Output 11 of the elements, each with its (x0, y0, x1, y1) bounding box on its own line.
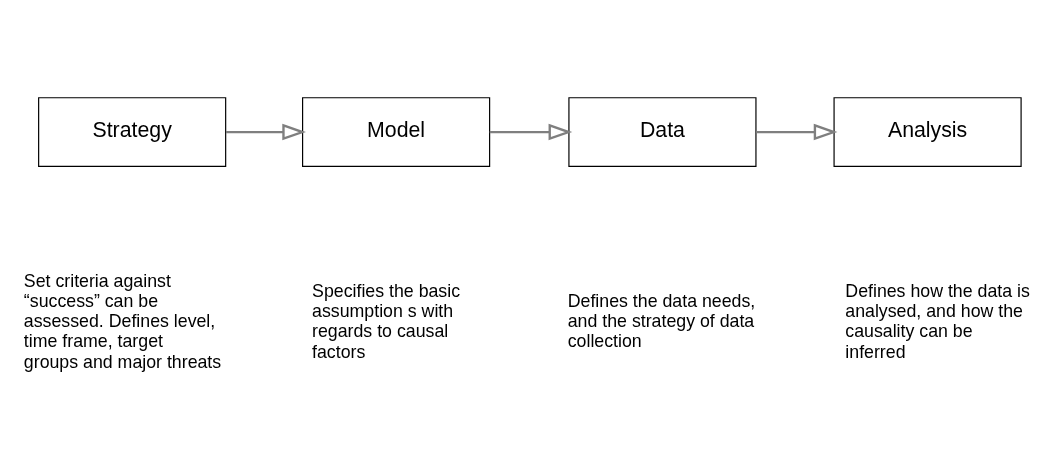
arrow (226, 123, 306, 141)
arrow (756, 123, 838, 141)
label: Defines the data needs, and the strategy of data collection (567, 291, 756, 352)
label: Specifies the basic assumption s with regards to causal factors (312, 281, 461, 362)
node-box: Data (568, 97, 757, 167)
node-box: Strategy (38, 97, 227, 167)
label: Set criteria against “success” can be assessed. Defines level, time frame, target groups and major threats (23, 271, 222, 372)
node-box: Model (302, 97, 491, 167)
arrow (489, 123, 573, 141)
label: Defines how the data is analysed, and how the causality can be inferred (845, 281, 1030, 362)
node-box: Analysis (833, 97, 1022, 167)
